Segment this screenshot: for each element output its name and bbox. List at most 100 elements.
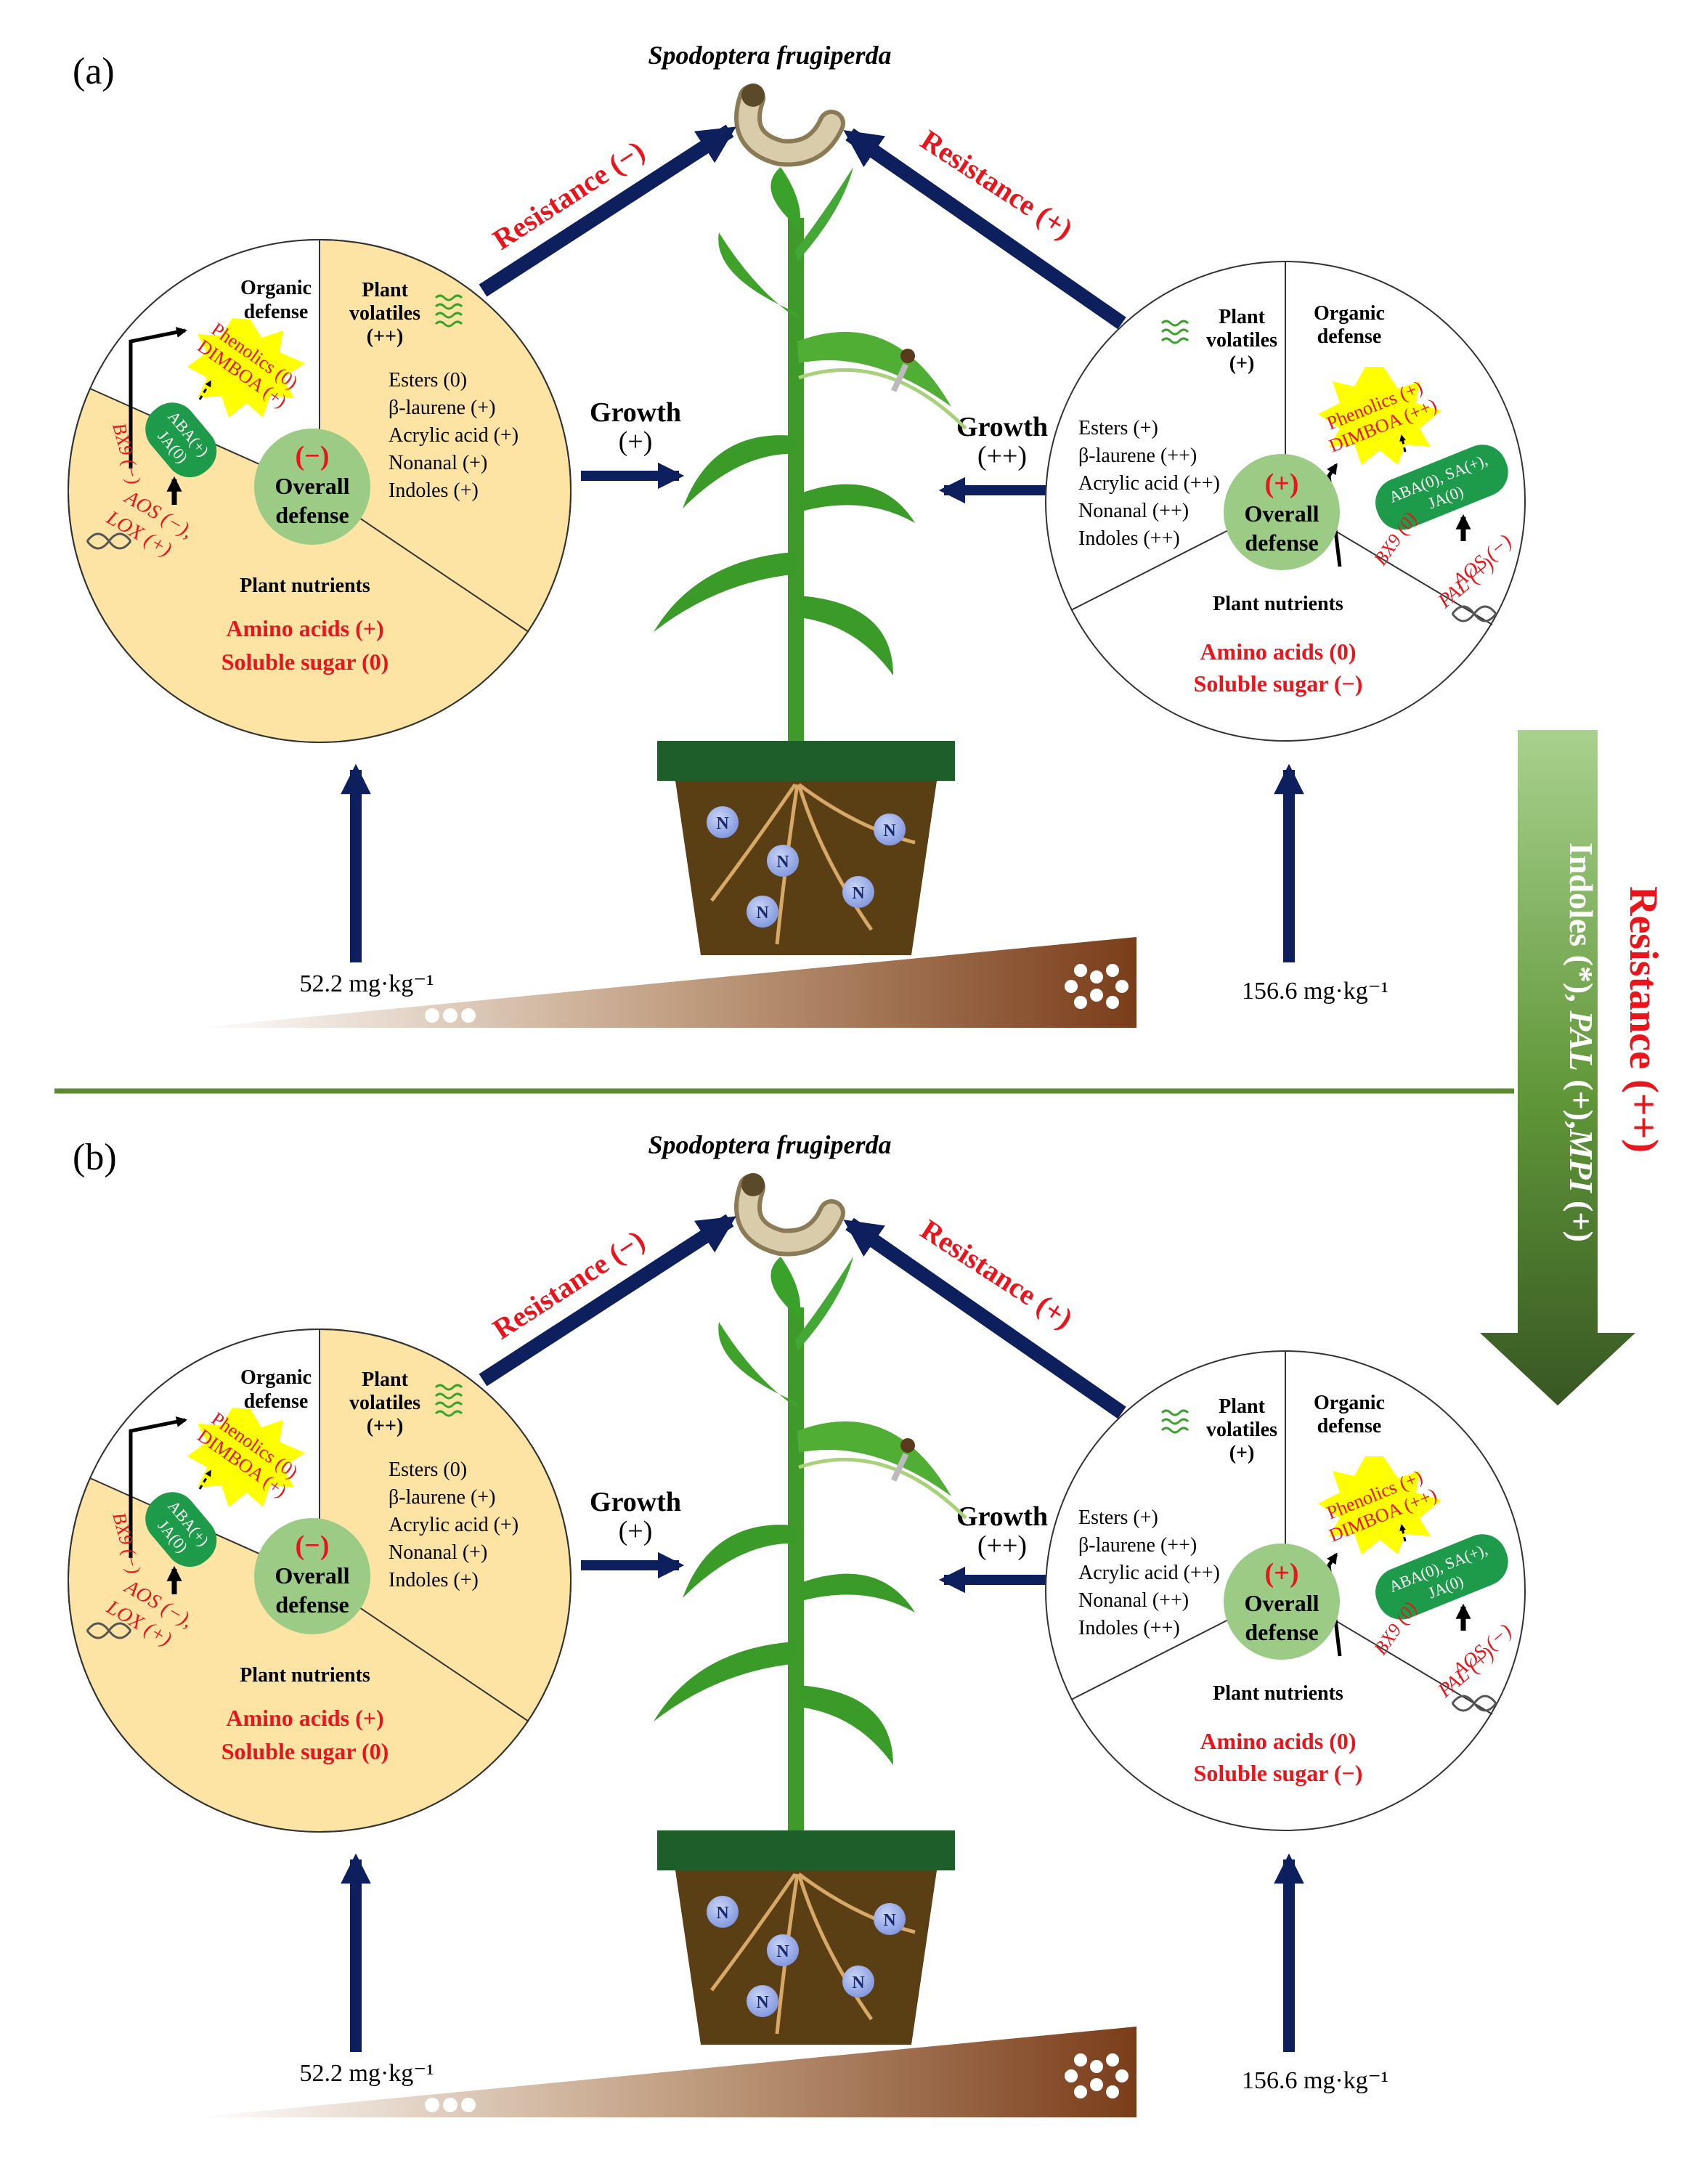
svg-text:(+): (+) — [1265, 1558, 1299, 1589]
svg-text:Overall: Overall — [1244, 1590, 1319, 1616]
svg-text:Acrylic acid (++): Acrylic acid (++) — [1078, 472, 1220, 495]
left-defense-pie: Organic defense Plant volatiles (++) Est… — [68, 1329, 572, 1833]
svg-text:Plant: Plant — [362, 279, 408, 301]
svg-text:N: N — [716, 1904, 729, 1923]
svg-text:Esters (0): Esters (0) — [389, 369, 467, 392]
resistance-right-label: Resistance (+) — [915, 123, 1078, 246]
maize-plant — [654, 167, 967, 748]
svg-text:(−): (−) — [296, 441, 330, 471]
growth-right-word: Growth — [956, 412, 1048, 442]
svg-text:N: N — [776, 853, 789, 872]
plant-pot — [657, 741, 955, 955]
fertilizer-granules-icon — [425, 964, 1128, 1023]
svg-text:Plant nutrients: Plant nutrients — [1213, 593, 1343, 615]
overall-defense-center — [1224, 1544, 1340, 1660]
hormone-pill: ABA(+) JA(0) — [145, 1492, 217, 1567]
fertilizer-granules-icon — [425, 2053, 1128, 2112]
svg-text:Esters (0): Esters (0) — [389, 1459, 467, 1481]
svg-text:Amino acids (+): Amino acids (+) — [226, 1705, 383, 1731]
svg-text:(++): (++) — [367, 325, 404, 348]
volatile-waves-icon — [1160, 320, 1190, 344]
svg-text:(++): (++) — [367, 1415, 404, 1437]
plant-pot — [657, 1830, 955, 2045]
right-defense-pie: Plant volatiles (+) Organic defense Este… — [1045, 1350, 1526, 1831]
side-arrow-text: Indoles (*), PAL (+),MPI (+) — [1563, 843, 1600, 1242]
svg-text:Organic: Organic — [1314, 1392, 1385, 1414]
svg-text:defense: defense — [244, 301, 309, 323]
svg-text:Organic: Organic — [240, 277, 312, 299]
svg-text:Soluble sugar (−): Soluble sugar (−) — [1194, 1760, 1363, 1786]
side-resistance-label: Resistance (++) — [1621, 886, 1666, 1153]
svg-text:Plant nutrients: Plant nutrients — [1213, 1682, 1343, 1705]
left-defense-pie: Organic defense Plant volatiles (++) Est… — [68, 239, 572, 743]
svg-text:Plant: Plant — [1219, 306, 1265, 328]
right-defense-pie: Plant volatiles (+) Organic defense Este… — [1045, 261, 1526, 742]
growth-right-sign: (++) — [977, 1530, 1027, 1561]
overall-defense-center — [254, 1518, 370, 1634]
svg-text:N: N — [776, 1942, 789, 1961]
svg-text:Amino acids (0): Amino acids (0) — [1200, 1728, 1356, 1754]
growth-left-word: Growth — [590, 1487, 681, 1517]
svg-text:β-laurene (++): β-laurene (++) — [1078, 1534, 1197, 1557]
svg-text:defense: defense — [1317, 1415, 1382, 1437]
dose-right-label: 156.6 mg·kg⁻¹ — [1242, 978, 1388, 1005]
dropper-icon — [890, 1438, 915, 1482]
volatile-waves-icon — [434, 1384, 463, 1417]
growth-left-word: Growth — [590, 397, 681, 428]
dose-gradient-wedge — [196, 2027, 1136, 2117]
panel-label: (a) — [73, 51, 115, 92]
svg-text:Soluble sugar (0): Soluble sugar (0) — [221, 649, 389, 675]
svg-text:N: N — [756, 904, 769, 922]
svg-text:Esters (+): Esters (+) — [1078, 417, 1158, 439]
svg-text:N: N — [852, 1974, 865, 1992]
svg-text:defense: defense — [275, 1591, 349, 1618]
svg-text:N: N — [852, 884, 865, 903]
dose-left-label: 52.2 mg·kg⁻¹ — [300, 970, 434, 997]
svg-text:N: N — [883, 1911, 896, 1930]
resistance-right-label: Resistance (+) — [915, 1213, 1078, 1335]
volatile-waves-icon — [434, 294, 463, 328]
svg-text:N: N — [756, 1993, 769, 2012]
resistance-left-arrow — [479, 1214, 736, 1387]
svg-text:defense: defense — [1317, 325, 1382, 348]
resistance-right-arrow — [843, 1217, 1126, 1419]
panel-a: (a) Spodoptera frugiperda Resistance (−)… — [68, 41, 1526, 1028]
svg-text:Plant: Plant — [1219, 1395, 1265, 1418]
species-title: Spodoptera frugiperda — [648, 41, 891, 70]
svg-text:Amino acids (0): Amino acids (0) — [1200, 638, 1356, 665]
caterpillar-icon — [734, 1173, 845, 1257]
caterpillar-icon — [734, 84, 845, 167]
svg-text:Nonanal (++): Nonanal (++) — [1078, 500, 1189, 522]
dna-icon — [86, 532, 132, 550]
svg-text:defense: defense — [244, 1390, 309, 1413]
svg-text:volatiles: volatiles — [1206, 1419, 1277, 1441]
dose-gradient-wedge — [196, 937, 1136, 1028]
svg-text:Organic: Organic — [240, 1366, 312, 1389]
svg-text:defense: defense — [1245, 1619, 1318, 1645]
phenolics-burst: Phenolics (+) DIMBOA (++) — [1318, 367, 1441, 465]
dropper-icon — [890, 349, 915, 392]
svg-text:Amino acids (+): Amino acids (+) — [226, 615, 383, 641]
svg-text:Acrylic acid (+): Acrylic acid (+) — [389, 1514, 518, 1536]
maize-plant — [654, 1257, 967, 1838]
svg-text:(−): (−) — [296, 1530, 330, 1561]
svg-text:(+): (+) — [1265, 469, 1299, 499]
dna-icon — [86, 1622, 132, 1639]
svg-text:Soluble sugar (0): Soluble sugar (0) — [221, 1738, 389, 1764]
svg-text:Overall: Overall — [1244, 500, 1319, 527]
overall-defense-center — [1224, 454, 1340, 570]
svg-text:N: N — [883, 822, 896, 840]
svg-text:β-laurene (+): β-laurene (+) — [389, 1486, 495, 1509]
svg-text:Nonanal (++): Nonanal (++) — [1078, 1589, 1189, 1612]
svg-text:volatiles: volatiles — [1206, 329, 1277, 352]
resistance-right-arrow — [843, 128, 1126, 330]
growth-left-sign: (+) — [619, 1516, 653, 1546]
svg-text:Nonanal (+): Nonanal (+) — [389, 452, 487, 474]
dose-right-label: 156.6 mg·kg⁻¹ — [1242, 2067, 1388, 2094]
svg-text:Nonanal (+): Nonanal (+) — [389, 1541, 487, 1564]
svg-text:Plant nutrients: Plant nutrients — [240, 1664, 370, 1687]
panel-b: (b) Spodoptera frugiperda Resistance (−)… — [68, 1130, 1526, 2117]
svg-text:Organic: Organic — [1314, 302, 1385, 325]
svg-text:(+): (+) — [1229, 352, 1255, 375]
